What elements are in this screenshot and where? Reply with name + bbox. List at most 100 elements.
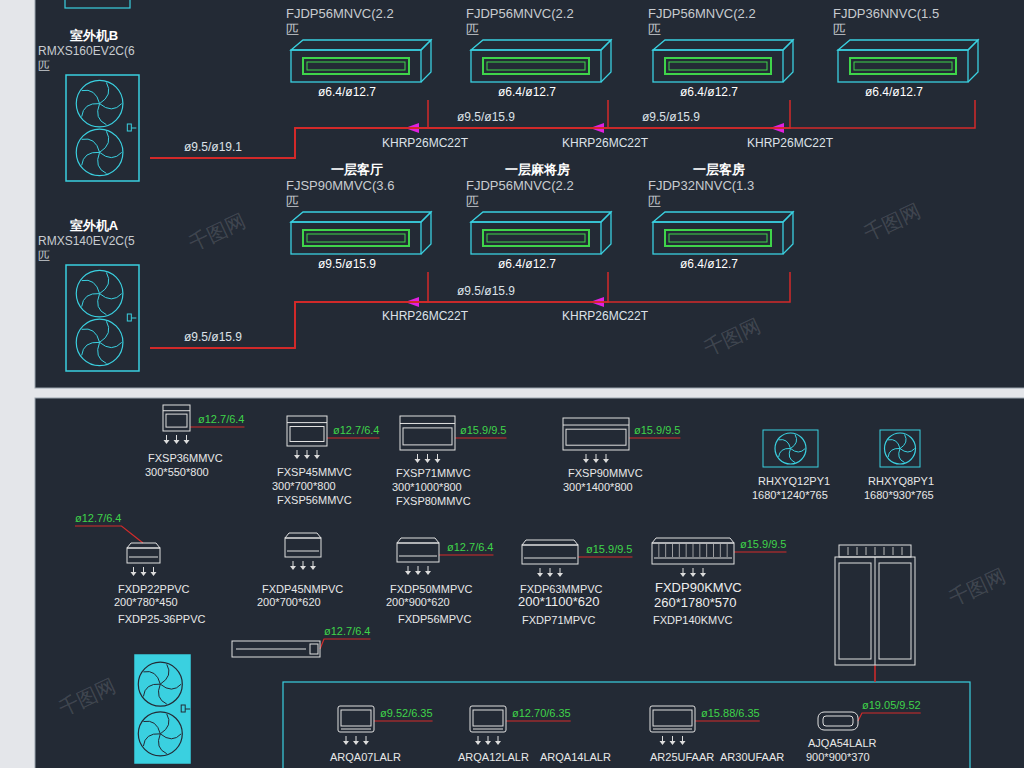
valve-symbol bbox=[181, 705, 185, 712]
air-grille bbox=[307, 234, 405, 242]
outdoor-frame bbox=[884, 547, 885, 555]
model-label: 200*780*450 bbox=[114, 595, 178, 609]
model-label: 300*550*800 bbox=[145, 465, 209, 479]
valve-symbol bbox=[127, 124, 131, 131]
cassette-unit bbox=[400, 416, 455, 450]
fan-blade bbox=[158, 684, 166, 704]
model-label: 200*900*620 bbox=[386, 595, 450, 609]
leader-line bbox=[734, 551, 786, 552]
outdoor-frame bbox=[902, 547, 903, 555]
model-label: 1680*930*765 bbox=[864, 488, 934, 502]
duct-unit bbox=[652, 538, 734, 543]
indoor-unit: FJDP56MNVC(2.2 匹ø6.4/ø12.7 bbox=[278, 6, 436, 100]
model-label: 1680*1240*765 bbox=[752, 488, 828, 502]
unit-outline bbox=[65, 0, 130, 8]
outdoor-frame bbox=[839, 563, 871, 659]
airflow-arrow bbox=[300, 566, 306, 570]
air-grille bbox=[669, 234, 767, 242]
airflow-arrow bbox=[131, 572, 137, 576]
pipe-size: ø6.4/ø12.7 bbox=[458, 256, 616, 272]
leader-line bbox=[455, 437, 506, 438]
watermark: 千图网 bbox=[860, 200, 924, 245]
leader-line bbox=[374, 720, 433, 721]
airflow-arrow bbox=[660, 741, 666, 745]
leader-line bbox=[578, 556, 632, 557]
model-label: RHXYQ12PY1 bbox=[758, 474, 830, 488]
unit-top bbox=[653, 212, 793, 222]
fan-blade bbox=[143, 721, 160, 734]
fan-blade bbox=[160, 714, 169, 734]
fan-circle bbox=[76, 319, 123, 366]
fan-circle bbox=[76, 270, 123, 317]
slim-duct-unit bbox=[236, 649, 306, 650]
air-grille bbox=[487, 62, 585, 70]
fan-blade bbox=[779, 448, 791, 457]
fan-blade bbox=[789, 449, 795, 463]
model-label: FXSP80MMVC bbox=[396, 494, 471, 508]
airflow-arrow bbox=[174, 440, 180, 444]
unit-top bbox=[291, 40, 431, 50]
airflow-arrow bbox=[425, 459, 431, 463]
pipe-size: ø6.4/ø12.7 bbox=[825, 84, 983, 100]
wall-unit bbox=[470, 706, 506, 732]
unit-front bbox=[291, 222, 421, 254]
fan-blade bbox=[98, 152, 107, 173]
refrigerant-pipe bbox=[150, 272, 790, 348]
airflow-arrow bbox=[680, 573, 686, 577]
leader-line bbox=[629, 437, 680, 438]
model-label: FJDP32NNVC(1.3 匹 bbox=[640, 178, 766, 210]
airflow-arrow bbox=[353, 741, 359, 745]
airflow-arrow bbox=[314, 455, 320, 459]
duct-grille bbox=[713, 544, 714, 557]
cassette-unit bbox=[290, 427, 324, 442]
air-grille bbox=[665, 230, 771, 246]
wall-unit bbox=[653, 729, 692, 730]
slim-duct-unit bbox=[232, 641, 320, 657]
refrigerant-pipe bbox=[150, 100, 975, 158]
fan-circle bbox=[76, 129, 123, 176]
unit-front bbox=[471, 222, 601, 254]
unit-front bbox=[838, 50, 968, 82]
duct-unit bbox=[399, 556, 437, 557]
model-label: FXSP36MMVC bbox=[148, 451, 223, 465]
wall-unit bbox=[818, 712, 858, 730]
model-label: FXDP50MMPVC bbox=[390, 582, 473, 596]
fan-unit bbox=[880, 430, 920, 467]
duct-unit bbox=[522, 540, 578, 545]
model-label: RMXS160EV2C(6 匹 bbox=[38, 44, 144, 74]
unit-front bbox=[291, 50, 421, 82]
ducted-unit-icon bbox=[645, 210, 795, 256]
pipe-size: ø15.9/9.5 bbox=[586, 542, 632, 556]
fan-circle bbox=[138, 662, 182, 706]
air-grille bbox=[483, 230, 589, 246]
model-label: 300*1000*800 bbox=[392, 480, 462, 494]
model-label: FXDP22PPVC bbox=[118, 582, 190, 596]
fan-blade bbox=[900, 434, 906, 448]
leader-line bbox=[439, 554, 493, 555]
fan-blade bbox=[779, 440, 791, 449]
pipe-size: ø6.4/ø12.7 bbox=[278, 84, 436, 100]
model-label: FXDP56MPVC bbox=[398, 612, 471, 626]
pipe-label: ø9.5/ø15.9 bbox=[455, 110, 517, 124]
cassette-unit bbox=[163, 405, 190, 431]
cassette-unit bbox=[563, 425, 629, 426]
pipe-label: KHRP26MC22T bbox=[560, 136, 650, 150]
fan-blade bbox=[899, 449, 905, 463]
fan-blade bbox=[791, 449, 806, 452]
room-name: 室外机B bbox=[38, 28, 150, 44]
model-label: FXSP71MMVC bbox=[396, 466, 471, 480]
wall-unit bbox=[341, 710, 371, 726]
unit-side bbox=[421, 40, 431, 82]
unit-side bbox=[601, 40, 611, 82]
model-label: FJDP36NNVC(1.5 匹 bbox=[825, 6, 951, 38]
wall-unit bbox=[653, 710, 692, 726]
airflow-arrow bbox=[583, 459, 589, 463]
duct-unit bbox=[652, 543, 734, 564]
fan-blade bbox=[100, 294, 122, 299]
outdoor-frame bbox=[839, 545, 911, 557]
unit-top bbox=[291, 212, 431, 222]
fan-blade bbox=[100, 131, 109, 152]
fan-circle bbox=[885, 433, 916, 464]
duct-unit bbox=[287, 551, 319, 552]
